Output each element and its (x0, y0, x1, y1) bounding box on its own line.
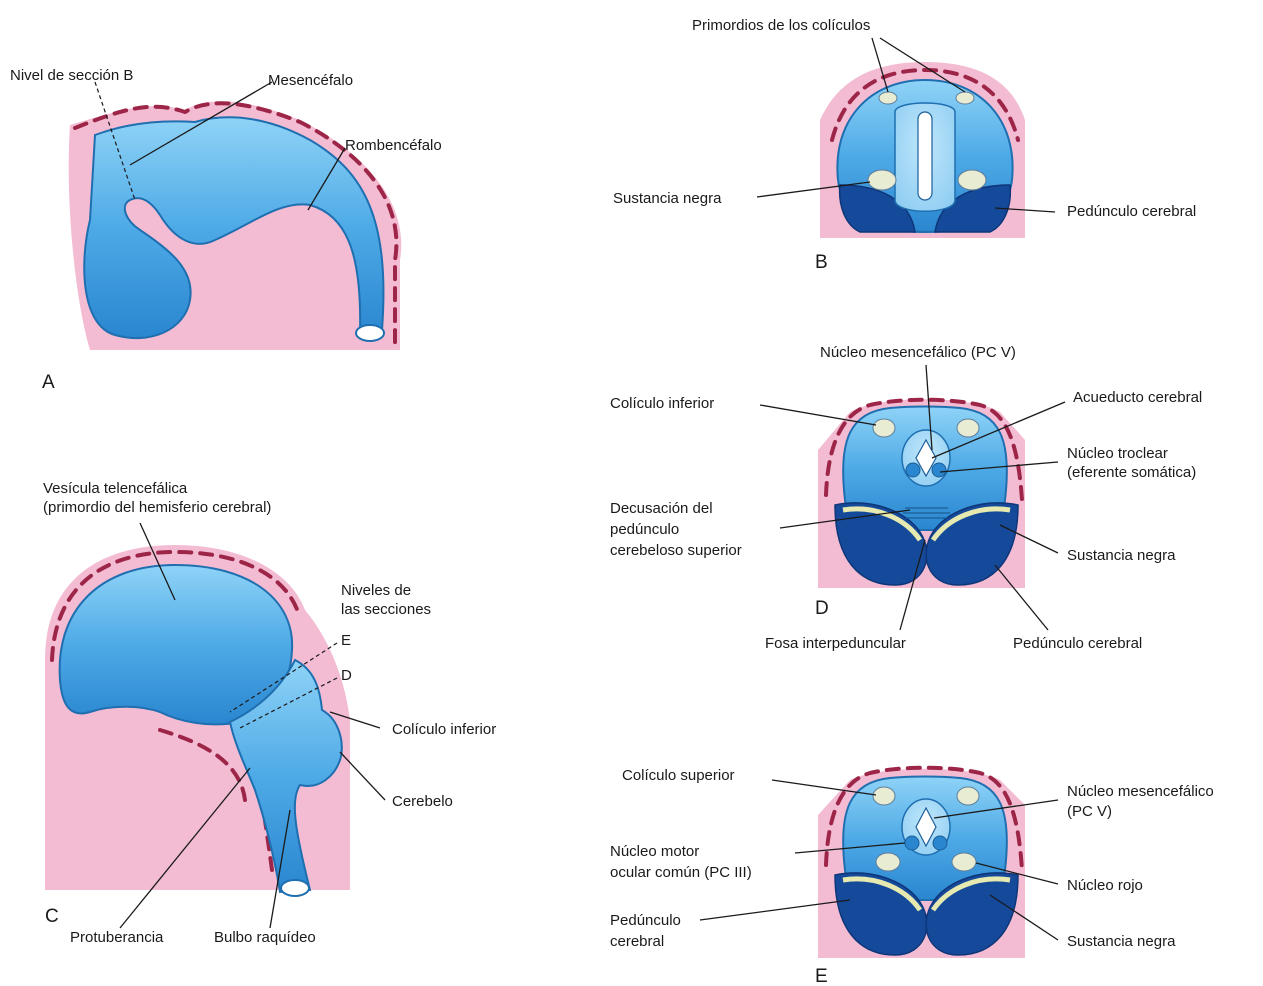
panel-c-label-protuberancia: Protuberancia (70, 929, 164, 946)
panel-c-label-e: E (341, 632, 351, 649)
panel-e-label-ped-2: cerebral (610, 933, 664, 950)
panel-e: Colículo superior Núcleo mesencefálico (… (610, 767, 1214, 986)
panel-d-troclear-left (906, 463, 920, 477)
panel-d-label-ped: Pedúnculo cerebral (1013, 635, 1142, 652)
panel-e-label-cs: Colículo superior (622, 767, 735, 784)
panel-c-label-niveles-2: las secciones (341, 601, 431, 618)
panel-d-troclear-right (932, 463, 946, 477)
panel-d-label-fosa: Fosa interpeduncular (765, 635, 906, 652)
panel-d: Núcleo mesencefálico (PC V) Colículo inf… (610, 344, 1202, 652)
panel-b-aqueduct (918, 112, 932, 200)
panel-b-label-ped: Pedúnculo cerebral (1067, 203, 1196, 220)
panel-d-letter: D (815, 598, 829, 619)
panel-a-label-nivel: Nivel de sección B (10, 67, 133, 84)
panel-d-label-sn: Sustancia negra (1067, 547, 1176, 564)
panel-e-red-nucleus-right (952, 853, 976, 871)
panel-c-label-vesicula-2: (primordio del hemisferio cerebral) (43, 499, 271, 516)
panel-c-label-ci: Colículo inferior (392, 721, 496, 738)
panel-d-label-mesencefalico: Núcleo mesencefálico (PC V) (820, 344, 1016, 361)
panel-a-label-mesencefalo: Mesencéfalo (268, 72, 353, 89)
panel-b-sn-right (958, 170, 986, 190)
panel-d-label-troclear-2: (eferente somática) (1067, 464, 1196, 481)
panel-c-tube-opening (281, 880, 309, 896)
panel-d-ci-left (873, 419, 895, 437)
panel-c-label-niveles-1: Niveles de (341, 582, 411, 599)
panel-c: Vesícula telencefálica (primordio del he… (43, 480, 496, 946)
panel-d-label-decusacion-2: pedúnculo (610, 521, 679, 538)
panel-e-label-motor-2: ocular común (PC III) (610, 864, 752, 881)
panel-b: Primordios de los colículos Sustancia ne… (613, 17, 1196, 273)
panel-b-colliculus-left (879, 92, 897, 104)
panel-e-label-ped-1: Pedúnculo (610, 912, 681, 929)
panel-e-cs-right (957, 787, 979, 805)
panel-d-label-acueducto: Acueducto cerebral (1073, 389, 1202, 406)
panel-a-tube-opening (356, 325, 384, 341)
panel-c-label-bulbo: Bulbo raquídeo (214, 929, 316, 946)
panel-e-label-mes-1: Núcleo mesencefálico (1067, 783, 1214, 800)
panel-b-label-sn: Sustancia negra (613, 190, 722, 207)
panel-e-red-nucleus-left (876, 853, 900, 871)
panel-c-label-d: D (341, 667, 352, 684)
panel-c-letter: C (45, 906, 59, 927)
panel-d-label-decusacion-1: Decusación del (610, 500, 713, 517)
panel-b-letter: B (815, 252, 828, 273)
panel-c-vesicle (60, 565, 293, 724)
panel-c-label-vesicula-1: Vesícula telencefálica (43, 480, 188, 497)
panel-e-cs-left (873, 787, 895, 805)
panel-b-colliculus-right (956, 92, 974, 104)
panel-e-label-rojo: Núcleo rojo (1067, 877, 1143, 894)
panel-d-label-ci: Colículo inferior (610, 395, 714, 412)
panel-e-letter: E (815, 966, 828, 986)
panel-e-label-mes-2: (PC V) (1067, 803, 1112, 820)
panel-d-label-decusacion-3: cerebeloso superior (610, 542, 742, 559)
panel-c-label-cerebelo: Cerebelo (392, 793, 453, 810)
panel-a-letter: A (42, 372, 55, 393)
panel-e-label-motor-1: Núcleo motor (610, 843, 699, 860)
panel-a: Nivel de sección B Mesencéfalo Rombencéf… (10, 67, 442, 393)
panel-e-oculomotor-left (905, 836, 919, 850)
panel-e-oculomotor-right (933, 836, 947, 850)
panel-b-sn-left (868, 170, 896, 190)
panel-d-label-troclear-1: Núcleo troclear (1067, 445, 1168, 462)
panel-b-label-primordios: Primordios de los colículos (692, 17, 870, 34)
panel-a-label-rombencefalo: Rombencéfalo (345, 137, 442, 154)
panel-e-label-sn: Sustancia negra (1067, 933, 1176, 950)
panel-d-ci-right (957, 419, 979, 437)
